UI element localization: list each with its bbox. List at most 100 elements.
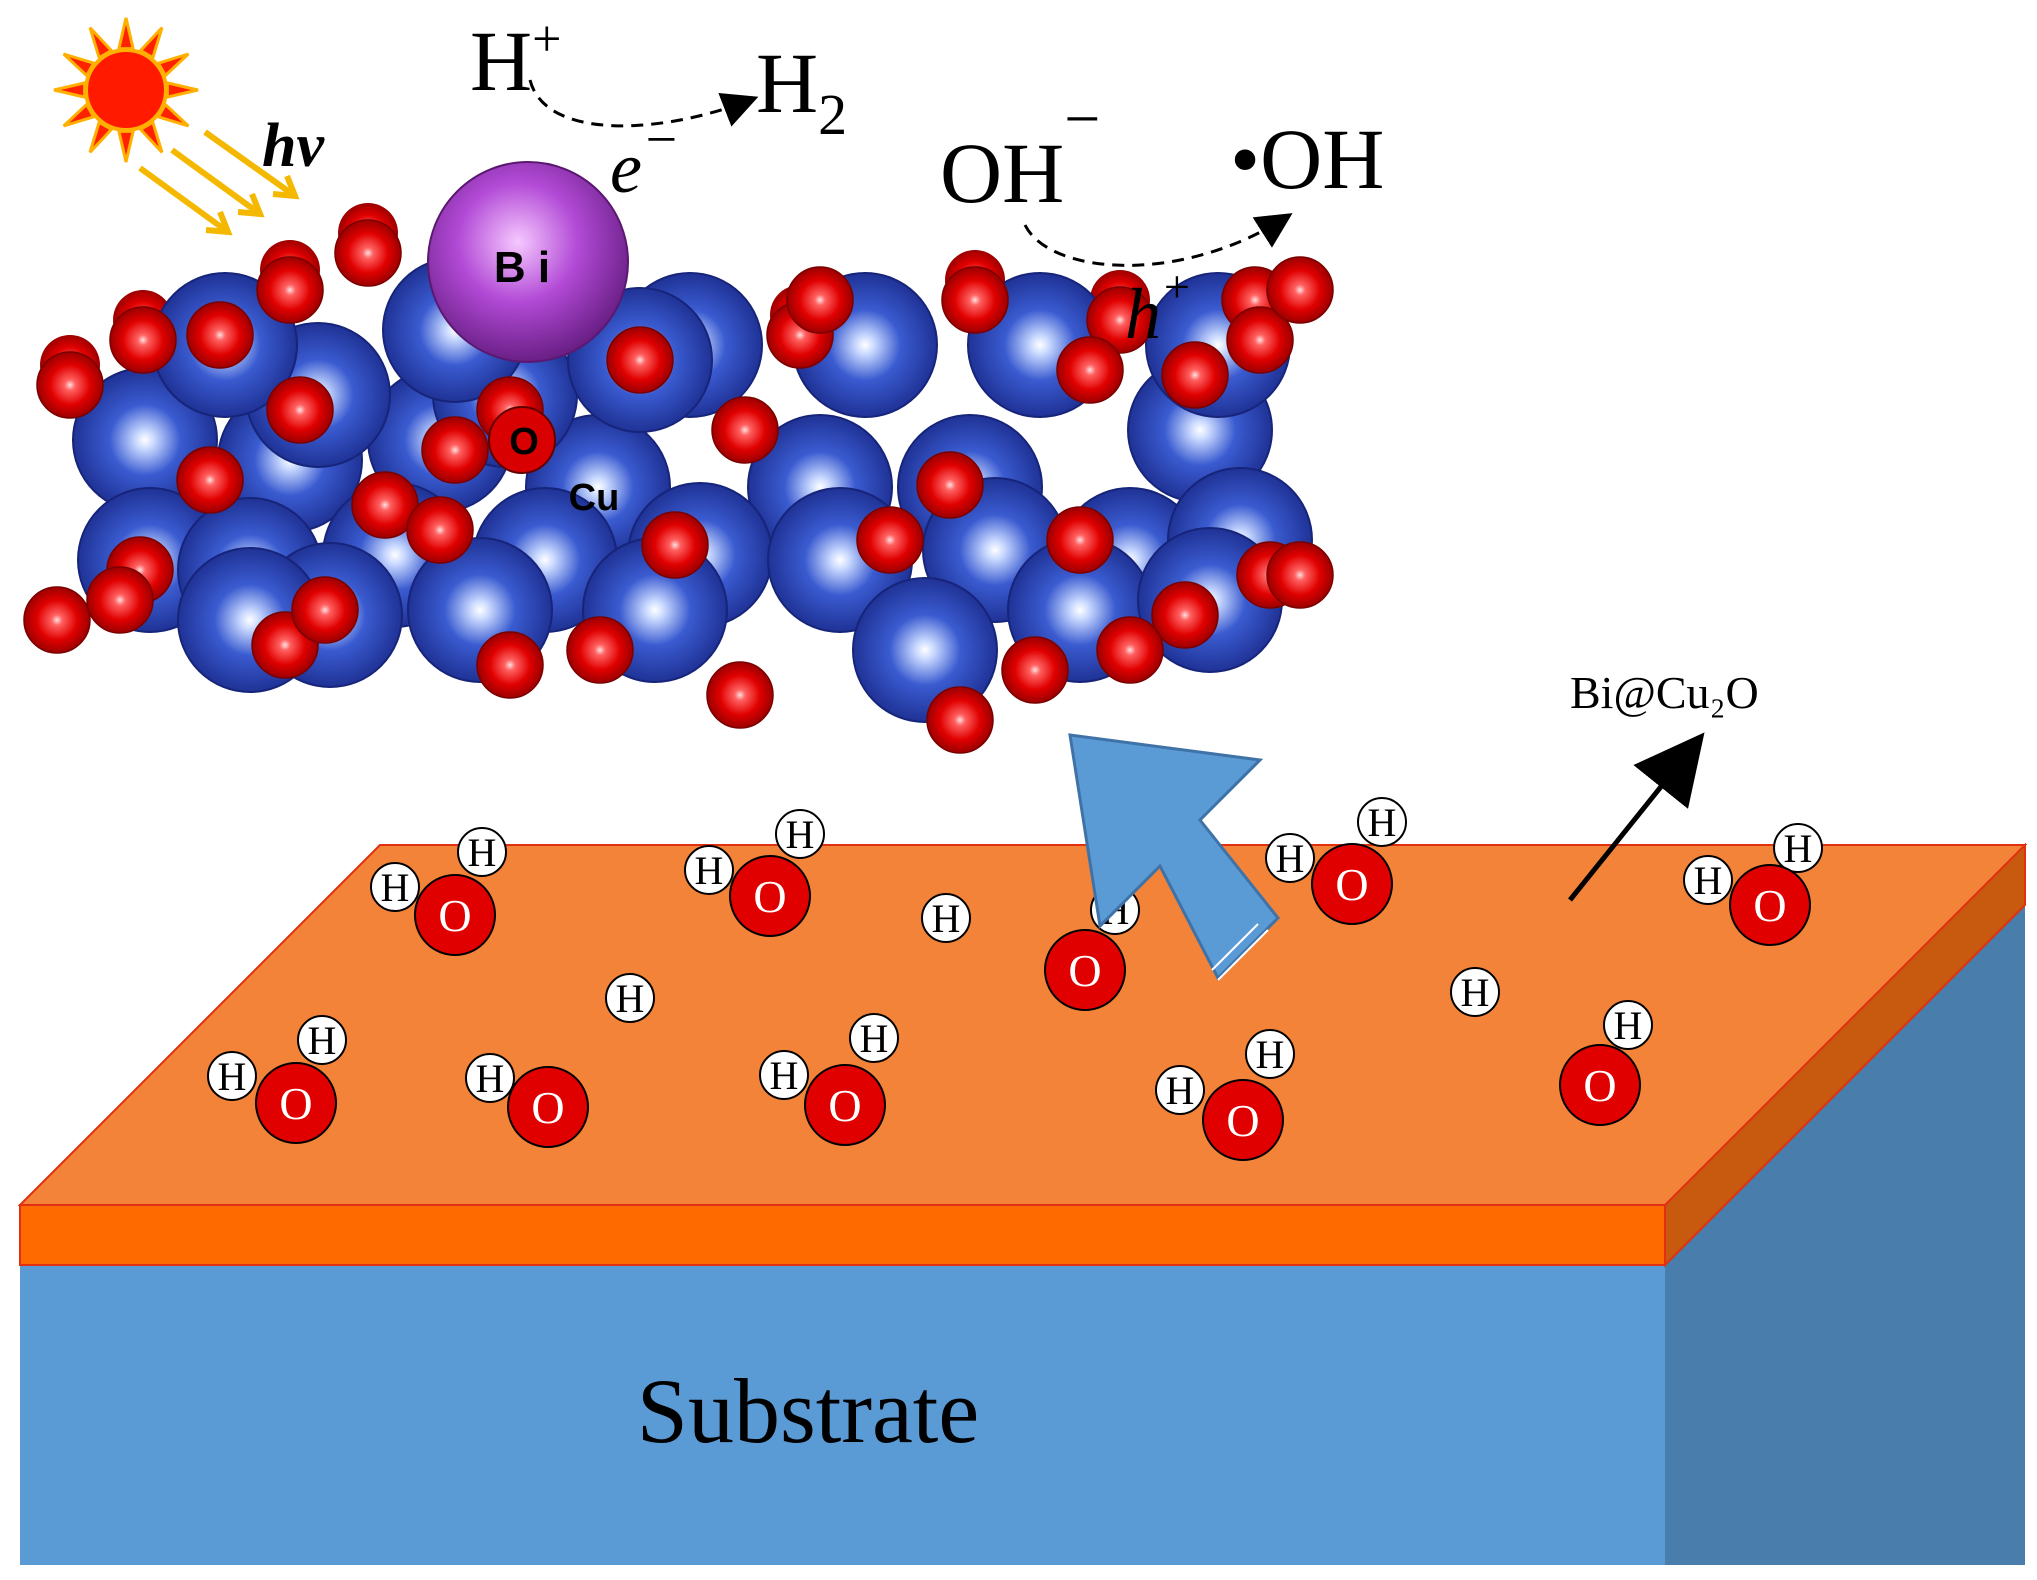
hydrogen-atom-label: H <box>860 1016 889 1061</box>
water-oxygen-label: O <box>828 1080 861 1131</box>
oxygen-atom <box>1151 581 1219 649</box>
oxygen-atom <box>406 496 474 564</box>
water-oxygen-label: O <box>1753 880 1786 931</box>
hydrogen-atom <box>605 973 655 1023</box>
oxygen-atom <box>109 306 177 374</box>
water-oxygen-atom <box>1311 843 1393 925</box>
hydrogen-atom <box>775 809 825 859</box>
svg-text:e−: e− <box>610 109 680 208</box>
oxygen-atom <box>1226 306 1294 374</box>
hydrogen-atom-label: H <box>308 1018 337 1063</box>
hydrogen-atom <box>1683 855 1733 905</box>
water-oxygen-atom <box>1729 864 1811 946</box>
o-atom-label: O <box>509 421 539 463</box>
hydrogen-atom <box>1265 833 1315 883</box>
electron-transfer-arrow <box>528 79 759 128</box>
hole-charge: + <box>1161 261 1192 312</box>
water-oxygen-label: O <box>1068 945 1101 996</box>
surface-species: HHOHHOHHOHHOHOHHOHOHHOHHOHOHHH <box>207 797 1823 1161</box>
water-oxygen-atom <box>729 855 811 937</box>
svg-text:H+: H+ <box>470 11 561 109</box>
bi-nanoparticle: B i <box>427 161 629 363</box>
oxygen-atom <box>711 396 779 464</box>
radical-label: •OH <box>1230 111 1384 207</box>
hydrogen-atom <box>1357 797 1407 847</box>
svg-text:H2: H2 <box>756 35 847 147</box>
oxygen-atom <box>566 616 634 684</box>
hydrogen-atom <box>684 845 734 895</box>
oxygen-atom <box>786 266 854 334</box>
oxygen-atom <box>606 326 674 394</box>
hydrogen-atom-label: H <box>1461 970 1490 1015</box>
hydrogen-atom <box>297 1015 347 1065</box>
hydroxide-label: OH <box>940 125 1064 221</box>
water-oxygen-atom <box>1559 1044 1641 1126</box>
oxygen-atom <box>1266 541 1334 609</box>
water-oxygen-atom <box>804 1064 886 1146</box>
oxygen-atom <box>1161 341 1229 409</box>
water-oxygen-label: O <box>438 890 471 941</box>
hydrogen-atom-label: H <box>1166 1068 1195 1113</box>
light-rays <box>138 129 300 236</box>
hydrogen-atom-label: H <box>1694 858 1723 903</box>
water-oxygen-atom <box>414 874 496 956</box>
water-oxygen-atom <box>507 1066 589 1148</box>
oxygen-atom <box>941 266 1009 334</box>
product-label: Bi@Cu₂O <box>1570 667 1759 718</box>
substrate-side <box>1665 905 2025 1565</box>
oxygen-atom <box>1096 616 1164 684</box>
copper-atom <box>852 577 998 723</box>
oxygen-atom-labelled <box>488 406 556 474</box>
hydrogen-atom <box>1155 1065 1205 1115</box>
oxygen-atom <box>1001 636 1069 704</box>
oxygen-atom <box>856 506 924 574</box>
water-oxygen-label: O <box>531 1082 564 1133</box>
oxygen-atom <box>176 446 244 514</box>
hydrogen-atom <box>1773 823 1823 873</box>
oxidation-reaction: OH− •OH h+ <box>940 83 1384 354</box>
oxygen-atom <box>291 576 359 644</box>
hole-label: h <box>1125 274 1161 354</box>
hydrogen-atom <box>1245 1029 1295 1079</box>
hydrogen-subscript: 2 <box>818 82 847 147</box>
oxygen-atom <box>1056 336 1124 404</box>
water-oxygen-label: O <box>1335 859 1368 910</box>
transfer-arrow <box>1068 733 1281 981</box>
water-oxygen-atom <box>255 1062 337 1144</box>
oxygen-atom <box>1266 256 1334 324</box>
hydrogen-atom-label: H <box>616 976 645 1021</box>
oxygen-atom <box>1086 286 1154 354</box>
oxygen-atom <box>641 511 709 579</box>
hydrogen-atom <box>759 1050 809 1100</box>
hydroxide-charge: − <box>1064 83 1100 154</box>
hydrogen-atom <box>921 893 971 943</box>
substrate-label: Substrate <box>637 1360 979 1462</box>
oxygen-atom <box>421 416 489 484</box>
water-oxygen-label: O <box>1583 1060 1616 1111</box>
hydrogen-atom-label: H <box>468 830 497 875</box>
bi-label: B i <box>494 243 550 292</box>
hydrogen-atom-label: H <box>932 896 961 941</box>
hydrogen-atom <box>1603 1000 1653 1050</box>
oxygen-atom <box>86 566 154 634</box>
oxygen-atom <box>916 451 984 519</box>
substrate-slab: Substrate <box>20 905 2025 1565</box>
hole-transfer-arrow <box>1023 213 1293 267</box>
hydrogen-atom <box>465 1053 515 1103</box>
oxygen-atom <box>706 661 774 729</box>
reduction-reaction: H+ H2 e− <box>470 11 847 208</box>
electron-label: e <box>610 128 642 208</box>
hydrogen-atom-label: H <box>381 865 410 910</box>
hydrogen-atom-label: H <box>476 1056 505 1101</box>
proton-charge: + <box>532 11 561 68</box>
hydrogen-atom-label: H <box>1614 1003 1643 1048</box>
hydrogen-atom <box>1450 967 1500 1017</box>
hydrogen-atom <box>849 1013 899 1063</box>
cu2o-crystal-cluster <box>23 203 1334 754</box>
proton-label: H <box>470 13 532 109</box>
film-front <box>19 1204 1666 1266</box>
substrate-front <box>20 1265 1665 1565</box>
oxygen-atom <box>476 631 544 699</box>
hydrogen-atom <box>207 1051 257 1101</box>
